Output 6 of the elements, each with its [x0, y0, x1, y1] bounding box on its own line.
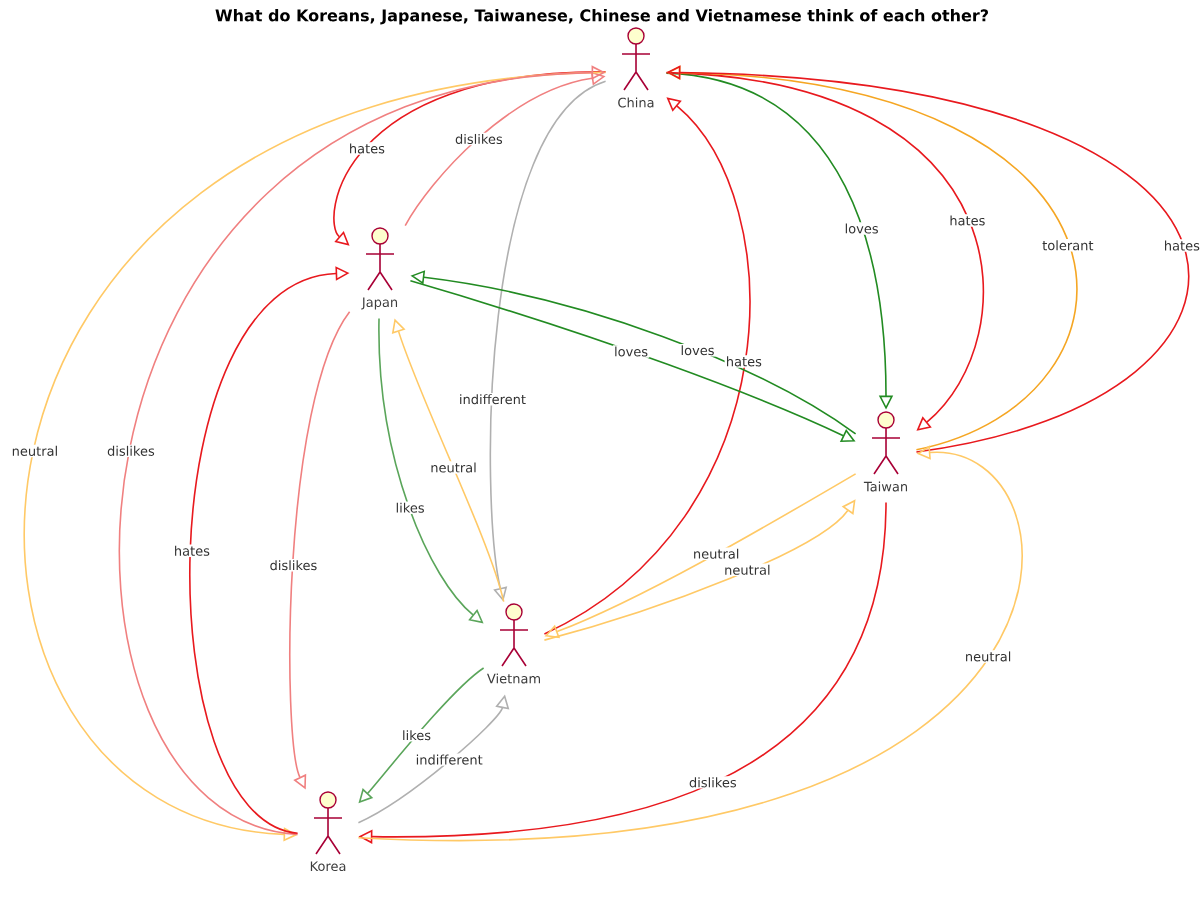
title: What do Koreans, Japanese, Taiwanese, Chinese and Vietnamese think of each other? — [215, 9, 988, 25]
arrow — [357, 445, 1023, 840]
arrow — [543, 499, 856, 641]
arrow — [665, 71, 985, 431]
arrow — [378, 317, 484, 624]
arrow — [543, 97, 751, 635]
